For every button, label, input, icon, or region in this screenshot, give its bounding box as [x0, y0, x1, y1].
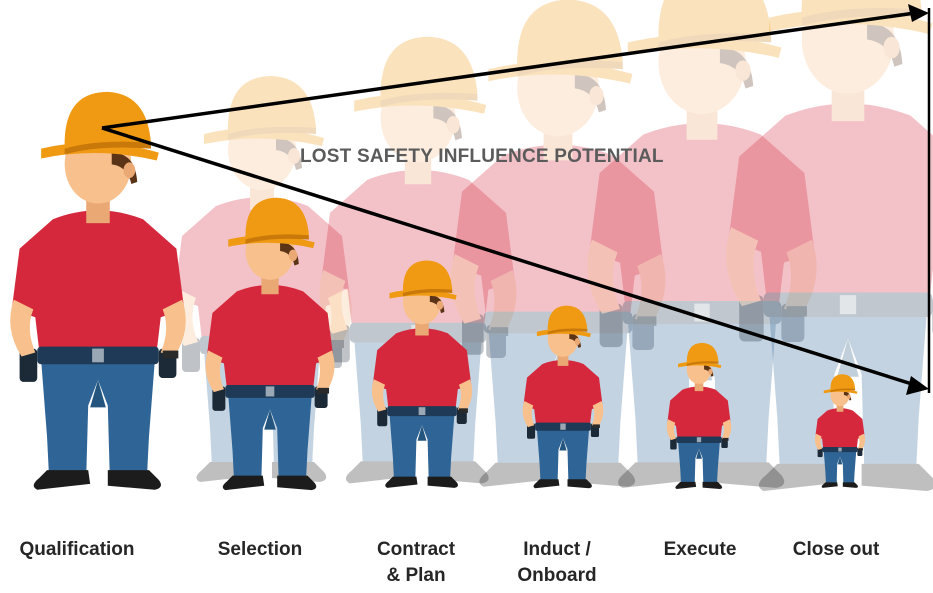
- lower-arrow-line: [101, 126, 916, 387]
- stage-label-qualification: Qualification: [19, 539, 135, 560]
- upper-arrow-line: [101, 11, 916, 130]
- wedge-arrow: [101, 8, 931, 393]
- stage-label-execute: Execute: [663, 539, 737, 560]
- upper-arrowhead-icon: [908, 4, 929, 22]
- stage-label-induct-onboard: Induct / Onboard: [517, 539, 597, 586]
- stage-label-selection: Selection: [217, 539, 303, 560]
- worker-qualification: [10, 91, 186, 490]
- stage-label-close-out: Close out: [792, 539, 880, 560]
- lost-safety-influence-label: LOST SAFETY INFLUENCE POTENTIAL: [300, 146, 664, 167]
- lower-arrowhead-icon: [906, 376, 929, 395]
- stage-label-contract-plan: Contract & Plan: [376, 539, 456, 586]
